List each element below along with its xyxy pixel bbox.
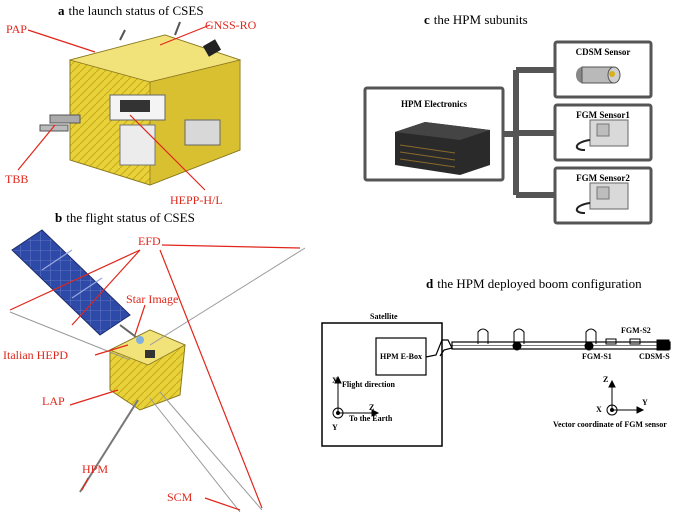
label-hpm: HPM [82, 462, 109, 476]
flight-booms [9, 247, 306, 513]
label-star-image: Star Image [126, 292, 179, 306]
axis-y-label: Y [332, 423, 338, 432]
subunit-diagram [363, 40, 653, 225]
label-gnss-ro: GNSS-RO [205, 18, 257, 32]
vector-coordinate-label: Vector coordinate of FGM sensor [553, 420, 667, 429]
label-italian-hepd: Italian HEPD [3, 348, 68, 362]
label-lap: LAP [42, 394, 65, 408]
label-pap: PAP [6, 22, 27, 36]
axis-x-label: X [332, 376, 338, 385]
fgm-s2-label: FGM-S2 [621, 326, 651, 335]
flight-direction-label: Flight direction [342, 380, 395, 389]
panel-b-callout-lines [9, 244, 301, 511]
axis-z-label: Z [369, 403, 375, 412]
label-tbb: TBB [5, 172, 29, 186]
earth-label: To the Earth [349, 414, 393, 423]
satellite-flight-illustration [11, 229, 186, 411]
fgm-sensor2-label: FGM Sensor2 [576, 173, 630, 183]
hpm-ebox-label: HPM E-Box [380, 352, 422, 361]
cdsm-sensor-label: CDSM Sensor [575, 47, 631, 57]
cdsm-s-label: CDSM-S [639, 352, 670, 361]
satellite-launch-illustration [39, 21, 242, 186]
satellite-label: Satellite [370, 312, 398, 321]
boom-diagram [321, 322, 671, 447]
label-scm: SCM [167, 490, 193, 504]
fgm-sensor1-label: FGM Sensor1 [576, 110, 630, 120]
label-efd: EFD [138, 234, 161, 248]
label-hepp: HEPP-H/L [170, 193, 223, 207]
vector-x-label: X [596, 405, 602, 414]
panel-a-callout-lines [17, 24, 211, 191]
vector-z-label: Z [603, 375, 609, 384]
hpm-electronics-label: HPM Electronics [400, 99, 468, 109]
vector-y-label: Y [642, 398, 648, 407]
fgm-s1-label: FGM-S1 [582, 352, 612, 361]
